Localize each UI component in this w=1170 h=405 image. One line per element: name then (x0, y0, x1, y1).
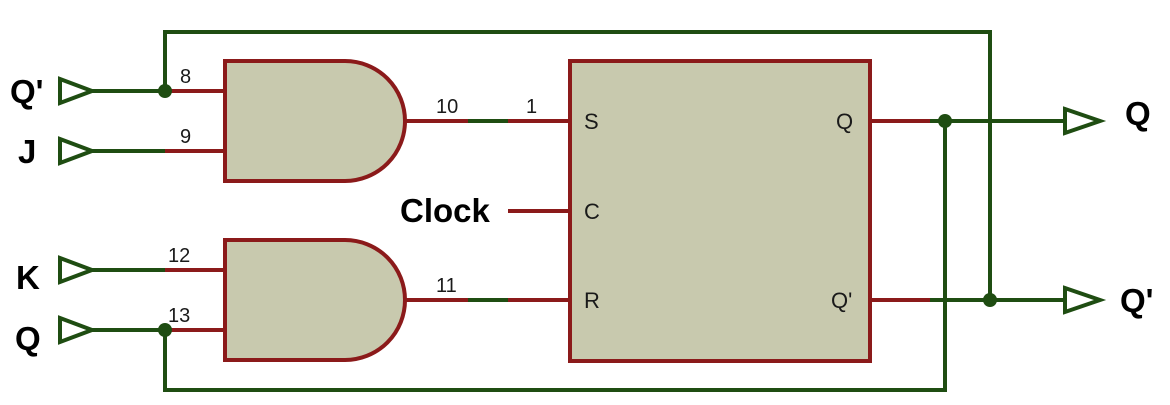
input-terminal-qbar (58, 76, 98, 106)
input-label-q: Q (15, 320, 41, 357)
input-label-k: K (16, 259, 40, 296)
feedback-wire-qbar (163, 30, 992, 300)
pin-number-11: 11 (436, 275, 457, 297)
sr-port-c: C (584, 199, 600, 224)
sr-port-s: S (584, 109, 599, 134)
junction-dot-q-out (938, 114, 952, 128)
pin-number-9: 9 (180, 126, 191, 148)
sr-port-q: Q (836, 109, 853, 134)
junction-dot-qbar-out (983, 293, 997, 307)
input-terminal-j (58, 136, 98, 166)
sr-flipflop-body (568, 59, 872, 363)
junction-dot-q-in (158, 323, 172, 337)
junction-dot-qbar-in (158, 84, 172, 98)
output-terminal-q (1063, 106, 1107, 136)
and-gate-bottom (223, 238, 407, 362)
output-label-qbar: Q' (1120, 282, 1154, 319)
feedback-wire-q (163, 121, 947, 392)
pin-number-8: 8 (180, 66, 191, 88)
pin-number-10: 10 (436, 96, 458, 118)
input-terminal-k (58, 255, 98, 285)
input-label-j: J (18, 133, 36, 170)
and-gate-top (223, 59, 407, 183)
pin-number-1: 1 (526, 96, 537, 118)
pin-number-13: 13 (168, 305, 190, 327)
sr-port-qbar: Q' (831, 288, 852, 313)
input-terminal-q (58, 315, 98, 345)
output-label-q: Q (1125, 95, 1151, 132)
sr-port-r: R (584, 288, 600, 313)
clock-label: Clock (400, 192, 491, 229)
output-terminal-qbar (1063, 285, 1107, 315)
pin-number-12: 12 (168, 245, 190, 267)
input-label-qbar: Q' (10, 73, 44, 110)
